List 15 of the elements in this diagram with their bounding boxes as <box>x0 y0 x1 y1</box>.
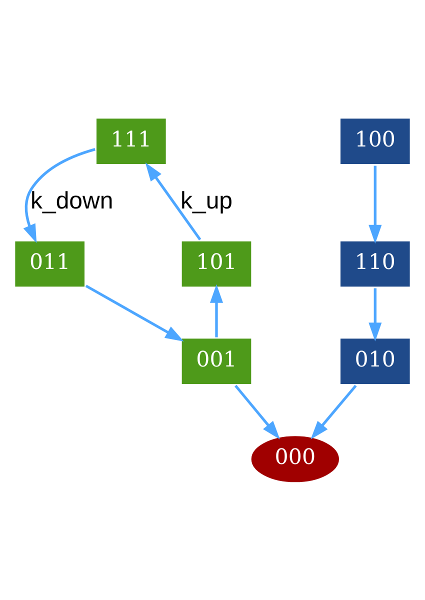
arrow <box>210 284 224 337</box>
node-box: 101 <box>179 238 254 289</box>
arrow <box>310 384 357 439</box>
arrow <box>368 288 382 341</box>
node-box: 111 <box>94 116 168 166</box>
arrow <box>23 148 96 243</box>
arrow <box>145 162 202 240</box>
edge-label: k_down <box>30 187 114 214</box>
edge-label: k_up <box>180 187 233 214</box>
arrow <box>234 384 280 439</box>
node-box: 011 <box>12 238 88 289</box>
arrow <box>368 165 382 244</box>
node-box: 100 <box>338 116 412 166</box>
node-box: 110 <box>338 238 412 289</box>
arrow <box>85 284 184 341</box>
